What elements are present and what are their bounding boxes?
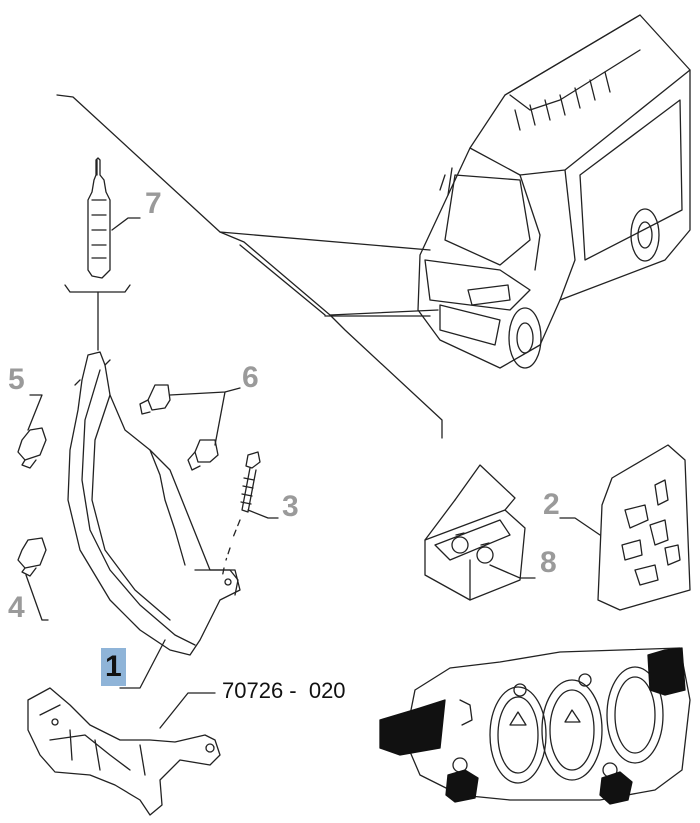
callout-8[interactable]: 8 [540,546,557,579]
part-8-bulb-box [424,464,526,601]
part-2-wiring-panel [597,444,691,611]
headlamp-bracket [27,687,221,816]
rear-headlamp-dark-caps [379,647,686,805]
rear-headlamp-assembly [404,647,691,801]
leader-partcode [159,692,216,729]
leader-2 [559,517,601,536]
callout-2[interactable]: 2 [543,488,560,521]
leader-6b [214,391,226,446]
part-6-bulbs [139,384,219,471]
part-3-screw [240,451,261,513]
leader-4 [25,574,49,621]
leader-5 [27,394,43,431]
leader-6a [169,387,241,396]
callout-7[interactable]: 7 [145,187,162,220]
leader-1 [119,639,166,689]
leader-7 [111,217,141,231]
part-1-headlamp [67,351,241,656]
leader-lines [56,94,443,439]
leader-8 [489,564,536,579]
callout-4[interactable]: 4 [8,591,25,624]
callout-5[interactable]: 5 [8,363,25,396]
part-5-bulb [17,427,47,469]
van-illustration [417,14,691,369]
part-7-bulb-holder [87,157,111,279]
leader-3 [247,509,279,519]
callout-3[interactable]: 3 [282,490,299,523]
callout-1[interactable]: 1 [101,648,126,686]
bracket-7 [64,284,131,293]
part-code-label: 70726 - 020 [222,678,346,703]
part-4-bulb [17,537,47,577]
callout-6[interactable]: 6 [242,361,259,394]
screw-axis [221,519,241,579]
